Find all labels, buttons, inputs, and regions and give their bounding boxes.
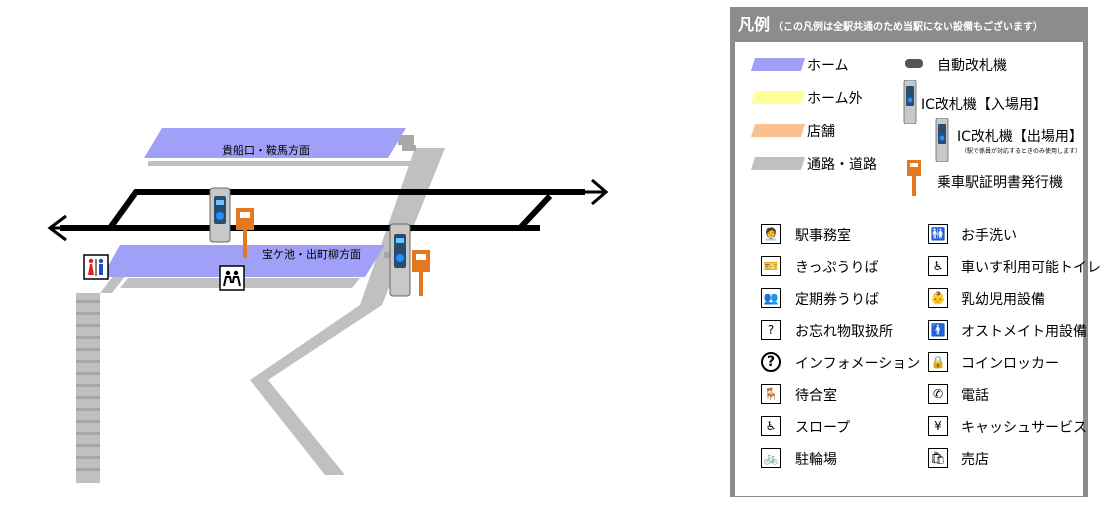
- ic-gate-icon: [389, 223, 411, 297]
- arrow-right-icon: [576, 178, 609, 206]
- toilet-legend-icon: 🚻: [928, 224, 948, 244]
- legend-label-ostomate: オストメイト用設備: [961, 324, 1087, 340]
- legend-label-kiosk: 売店: [961, 452, 989, 468]
- legend-label-ic-entry: IC改札機【入場用】: [921, 97, 1047, 113]
- lost-property-icon: ?: [761, 320, 781, 340]
- passage-diagonal: [250, 135, 445, 475]
- legend-label-ic-exit-note: （駅で係員が対応するときのみ使用します）: [961, 148, 1082, 155]
- baby-facility-icon: 👶: [928, 288, 948, 308]
- legend-label-accessible-toilet: 車いす利用可能トイレ: [961, 260, 1100, 276]
- legend-label-coin-locker: コインロッカー: [961, 356, 1059, 372]
- legend-body: ホーム ホーム外 店舗 通路・道路 自動改札機 IC改札機【入場用】 IC改札機…: [734, 41, 1100, 497]
- legend-label-passage: 通路・道路: [807, 157, 877, 173]
- passage-stairs-left: [76, 270, 130, 483]
- ticket-office-icon: 🎫: [761, 256, 781, 276]
- coin-locker-icon: 🔒: [928, 352, 948, 372]
- ic-gate-icon: [209, 187, 231, 243]
- station-map: 貴船口・鞍馬方面 宝ケ池・出町柳方面: [47, 128, 609, 483]
- legend-label-information: インフォメーション: [795, 356, 921, 372]
- swatch-outside-platform: [750, 91, 806, 104]
- legend-label-telephone: 電話: [961, 388, 989, 404]
- legend-label-baby-facility: 乳幼児用設備: [961, 292, 1045, 308]
- legend-header: 凡例 （この凡例は全駅共通のため当駅にない設備もございます）: [734, 11, 1084, 35]
- legend-label-bicycle-parking: 駐輪場: [795, 452, 837, 468]
- legend-label-toilet: お手洗い: [961, 228, 1017, 244]
- ic-exit-gate-icon: [935, 118, 949, 162]
- ticket-machine-icon: [236, 208, 254, 258]
- bicycle-parking-icon: 🚲: [761, 448, 781, 468]
- legend-title: 凡例: [738, 15, 771, 34]
- platform-south-label: 宝ケ池・出町柳方面: [262, 247, 361, 261]
- ostomate-icon: 🚹: [928, 320, 948, 340]
- telephone-icon: ✆: [928, 384, 948, 404]
- legend-label-auto-gate: 自動改札機: [937, 58, 1007, 74]
- legend-label-station-office: 駅事務室: [795, 228, 851, 244]
- auto-gate-icon: [905, 59, 923, 68]
- legend-label-certificate-machine: 乗車駅証明書発行機: [937, 175, 1063, 191]
- track: [60, 189, 585, 231]
- station-office-icon: 🧑‍💼: [761, 224, 781, 244]
- legend-label-outside-platform: ホーム外: [807, 91, 863, 107]
- waiting-room-icon: [219, 265, 245, 291]
- legend-label-commuter-pass: 定期券うりば: [795, 292, 879, 308]
- legend-label-cash-service: キャッシュサービス: [961, 420, 1087, 436]
- slope-icon: ♿: [761, 416, 781, 436]
- platform-south: 宝ケ池・出町柳方面: [102, 245, 385, 288]
- legend-label-slope: スロープ: [795, 420, 851, 436]
- ic-entry-gate-icon: [903, 80, 917, 124]
- platform-north-label: 貴船口・鞍馬方面: [222, 143, 310, 157]
- legend-label-waiting-room: 待合室: [795, 388, 837, 404]
- legend-label-shop: 店舗: [807, 124, 835, 140]
- swatch-shop: [750, 124, 806, 137]
- swatch-platform: [750, 58, 806, 71]
- legend-note: （この凡例は全駅共通のため当駅にない設備もございます）: [773, 22, 1044, 33]
- kiosk-icon: 🛍: [928, 448, 948, 468]
- legend-label-lost-property: お忘れ物取扱所: [795, 324, 893, 340]
- legend-label-platform: ホーム: [807, 58, 849, 74]
- certificate-machine-icon: [907, 160, 921, 196]
- toilet-icon: [83, 254, 109, 280]
- information-icon: ?: [761, 352, 781, 372]
- waiting-room-legend-icon: 🪑: [761, 384, 781, 404]
- commuter-pass-icon: 👥: [761, 288, 781, 308]
- ticket-machine-icon: [412, 250, 430, 296]
- arrow-left-icon: [47, 214, 80, 242]
- legend-label-ticket-office: きっぷうりば: [795, 260, 879, 276]
- legend-label-ic-exit: IC改札機【出場用】: [957, 129, 1083, 145]
- legend-panel: 凡例 （この凡例は全駅共通のため当駅にない設備もございます） ホーム ホーム外 …: [730, 7, 1100, 497]
- cash-service-icon: ¥: [928, 416, 948, 436]
- accessible-toilet-icon: ♿: [928, 256, 948, 276]
- swatch-passage: [750, 157, 806, 170]
- platform-north: 貴船口・鞍馬方面: [144, 128, 431, 166]
